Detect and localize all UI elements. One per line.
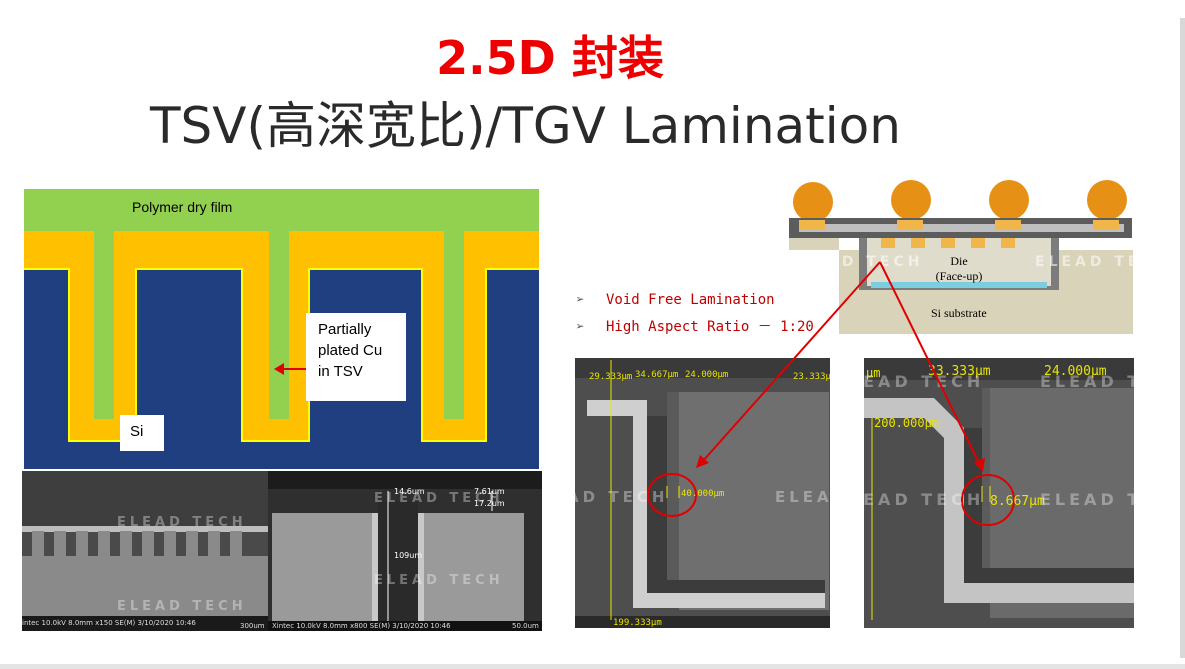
bullet-1-text: Void Free Lamination (606, 292, 775, 308)
arrow-head-right (974, 458, 985, 472)
package-diagram-drawing (789, 180, 1133, 334)
die-label-line-1: Die (950, 254, 968, 268)
sem-left-drawing (22, 471, 542, 631)
si-label-box: Si (120, 415, 164, 451)
sem-mid-m6: 199.333μm (613, 618, 662, 628)
callout-line-2: plated Cu (318, 342, 383, 359)
sem-left-meas-2: 7.61um (474, 487, 505, 496)
watermark-sem-right-2: ELEAD TECH (864, 490, 985, 509)
sem-left-meas-4: 109um (394, 551, 423, 560)
arrow-head-middle (696, 455, 709, 468)
slide-right-edge (1180, 18, 1185, 658)
sem-right-m2: 33.333μm (928, 364, 991, 379)
watermark-sem-mid-1: ELEAD TECH (575, 488, 669, 506)
sem-left-footer-a: intec 10.0kV 8.0mm x150 SE(M) 3/10/2020 … (22, 619, 196, 627)
watermark-sem-left-2: ELEAD TECH (117, 599, 247, 614)
tsv-schematic-drawing (24, 189, 539, 469)
tsv-schematic: Polymer dry film Partially plated Cu in … (24, 189, 539, 469)
sem-image-right: μm 33.333μm 24.000μm 200.000μm 8.667μm E… (864, 358, 1134, 628)
slide-bottom-edge (0, 664, 1185, 669)
slide-title: 2.5D 封装 (436, 31, 664, 85)
sem-right-drawing (864, 358, 1134, 628)
callout-line-1: Partially (318, 321, 372, 338)
watermark-package-2: ELEAD TECH (1035, 254, 1172, 270)
callout-box: Partially plated Cu in TSV (306, 313, 406, 401)
bullet-1: ➢ Void Free Lamination (576, 292, 775, 308)
watermark-sem-left-1: ELEAD TECH (117, 515, 247, 530)
sem-left-meas-1: 14.6um (394, 487, 425, 496)
sem-mid-m5: 40.000μm (681, 489, 725, 499)
sem-left-footer-b: Xintec 10.0kV 8.0mm x800 SE(M) 3/10/2020… (272, 622, 451, 630)
sem-right-m5: 8.667μm (990, 494, 1045, 509)
sem-left-scale-a: 300um (240, 622, 265, 630)
watermark-package-1: ELEAD TECH (787, 254, 924, 270)
watermark-sem-left-3: ELEAD TECH (374, 491, 504, 506)
sem-image-left: ELEAD TECH ELEAD TECH ELEAD TECH ELEAD T… (22, 471, 542, 631)
callout-line-3: in TSV (318, 363, 363, 380)
sem-mid-m3: 24.000μm (685, 370, 729, 380)
die-label-line-2: (Face-up) (935, 269, 983, 283)
sem-mid-m2: 34.667μm (635, 370, 679, 380)
watermark-sem-right-1: ELEAD TECH (864, 372, 985, 391)
sem-mid-m4: 23.333μm (793, 372, 830, 382)
substrate-label: Si substrate (931, 306, 987, 320)
polymer-film-label: Polymer dry film (132, 199, 233, 215)
sem-image-middle: 29.333μm 34.667μm 24.000μm 23.333μm 40.0… (575, 358, 830, 628)
sem-right-m3: 24.000μm (1044, 364, 1107, 379)
si-label: Si (130, 423, 144, 440)
die-label: Die (Face-up) (867, 254, 1051, 284)
watermark-sem-right-3: ELEAD TECH (1040, 490, 1134, 509)
watermark-sem-left-4: ELEAD TECH (374, 573, 504, 588)
sem-middle-drawing (575, 358, 830, 628)
bullet-arrow-icon: ➢ (576, 319, 585, 335)
package-diagram: Die (Face-up) Si substrate ELEAD TECH EL… (785, 178, 1167, 334)
slide-subtitle: TSV(高深宽比)/TGV Lamination (150, 97, 901, 155)
bullet-2: ➢ High Aspect Ratio － 1:20 (576, 316, 814, 336)
sem-left-meas-3: 17.2um (474, 499, 505, 508)
sem-right-m4: 200.000μm (874, 416, 940, 430)
sem-right-m1: μm (866, 366, 881, 380)
bullet-2-text: High Aspect Ratio － 1:20 (606, 319, 814, 335)
watermark-sem-right-4: ELEAD TECH (1040, 372, 1134, 391)
sem-left-scale-b: 50.0um (512, 622, 539, 630)
sem-mid-m1: 29.333μm (589, 372, 633, 382)
bullet-arrow-icon: ➢ (576, 292, 585, 308)
watermark-sem-mid-2: ELEAD TECH (775, 488, 830, 506)
